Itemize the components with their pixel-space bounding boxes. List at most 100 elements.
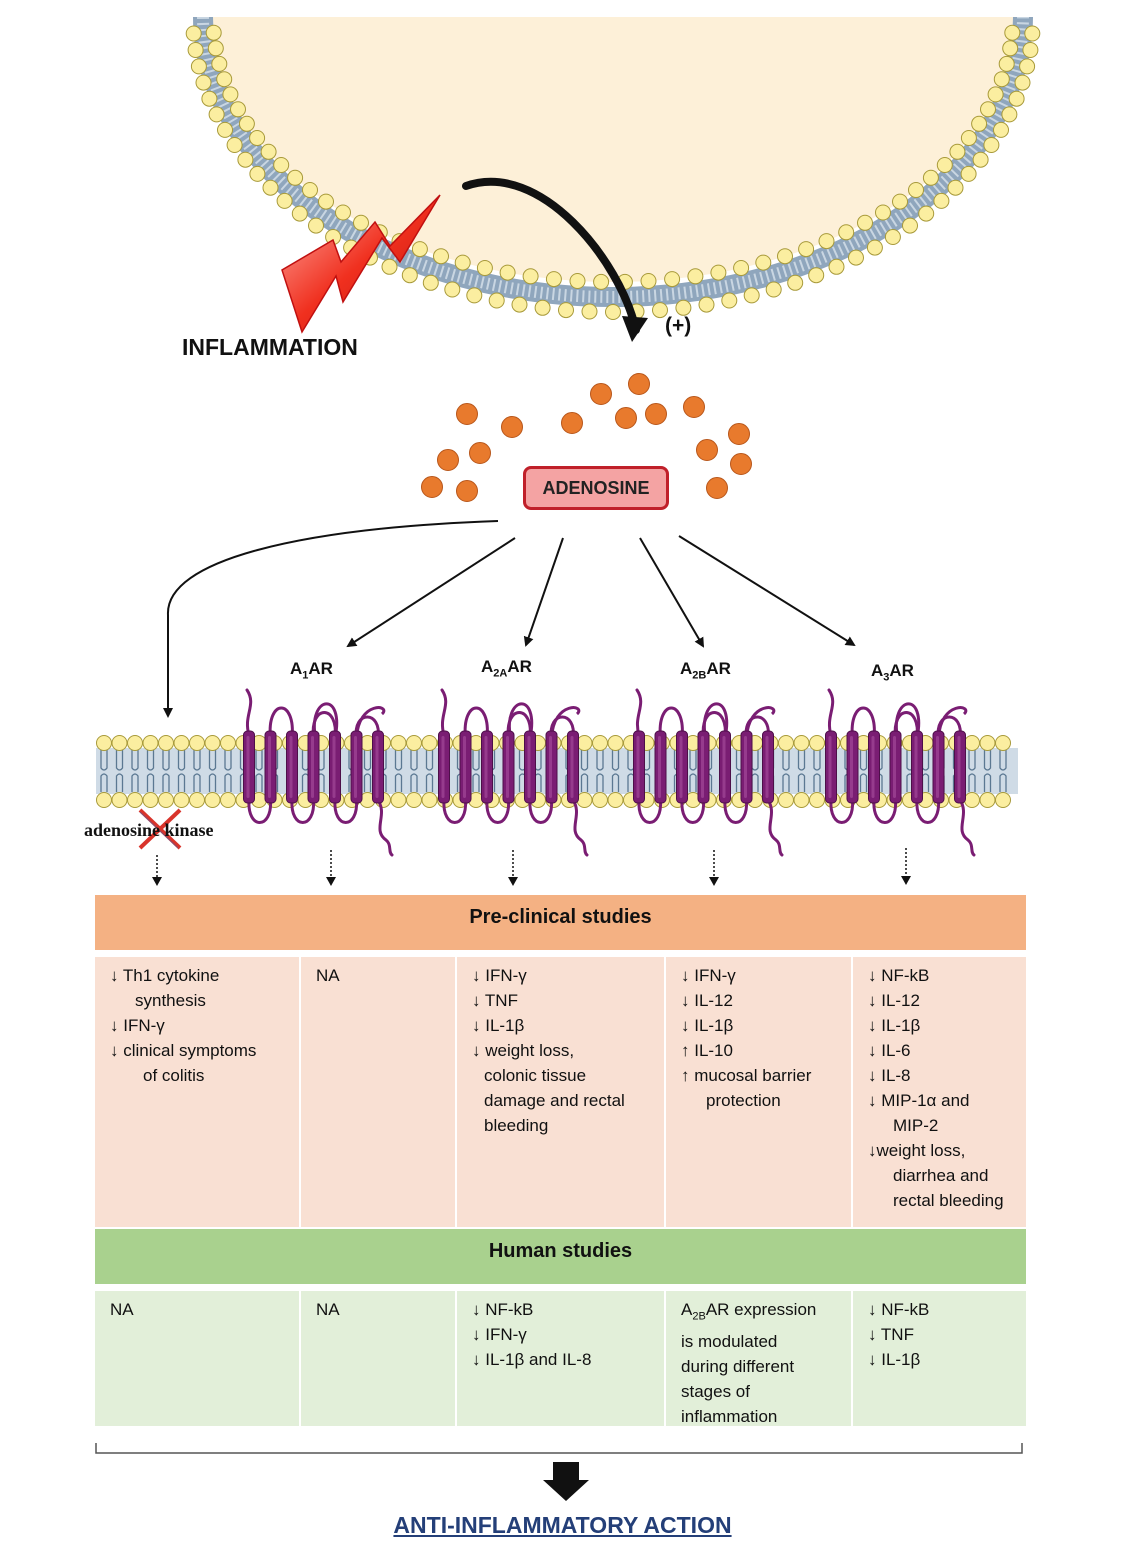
- lipid-tail: [208, 773, 217, 792]
- lipid-head: [787, 274, 804, 291]
- lipid-head: [866, 239, 883, 256]
- lipid-tail: [224, 773, 232, 792]
- arrow-to-a3ar: [678, 535, 856, 647]
- lipid-head: [226, 137, 243, 153]
- adenosine-dot: [628, 373, 650, 395]
- adenosine-dot: [683, 396, 705, 418]
- inflammation-label: INFLAMMATION: [182, 334, 358, 360]
- lipid-tail: [115, 773, 124, 792]
- lipid-head: [201, 90, 218, 107]
- lipid-head: [220, 792, 236, 808]
- lipid-head: [808, 267, 825, 284]
- lipid-head: [454, 254, 471, 271]
- lipid-head: [605, 304, 621, 320]
- lipid-head: [545, 271, 562, 288]
- lipid-tail: [177, 773, 186, 792]
- lipid-head: [207, 40, 224, 57]
- lipid-head: [190, 58, 207, 75]
- lipid-head: [335, 204, 351, 221]
- receptor-label-a2aar: A2AAR: [481, 657, 532, 680]
- lipid-tail: [394, 750, 403, 771]
- lipid-head: [777, 248, 793, 265]
- human-cell-a2aar: ↓ NF-kB ↓ IFN-γ ↓ IL-1β and IL-8: [457, 1291, 664, 1426]
- receptor-2-protein-icon: [438, 688, 589, 857]
- human-cell-a2bar: A2BAR expression is modulated during dif…: [666, 1291, 851, 1426]
- lipid-head: [96, 792, 112, 808]
- lipid-tail: [983, 773, 992, 792]
- arrow-to-a2aar: [523, 537, 564, 647]
- lipid-head: [287, 169, 304, 186]
- lipid-head: [652, 302, 668, 319]
- cell-membrane-heads: [185, 24, 1041, 320]
- lipid-head: [262, 179, 279, 196]
- lipid-head: [217, 121, 233, 138]
- lipid-head: [576, 735, 593, 751]
- lipid-head: [960, 165, 977, 182]
- lipid-head: [675, 299, 692, 316]
- lipid-tail: [782, 750, 790, 771]
- lipid-head: [158, 735, 174, 751]
- lipid-head: [778, 792, 794, 808]
- lipid-tail: [425, 773, 434, 792]
- lipid-head: [173, 735, 190, 751]
- lipid-head: [947, 179, 964, 196]
- human-cell-a3ar: ↓ NF-kB ↓ TNF ↓ IL-1β: [853, 1291, 1026, 1426]
- lipid-head: [998, 55, 1015, 72]
- lipid-head: [640, 273, 657, 289]
- signal-dotted-arrows: [152, 848, 911, 886]
- lipid-head: [466, 287, 483, 304]
- lipid-head: [593, 273, 610, 290]
- lipid-head: [444, 281, 461, 298]
- lipid-head: [828, 258, 845, 275]
- adenosine-dot: [706, 477, 728, 499]
- lipid-head: [260, 143, 277, 160]
- lipid-head: [237, 151, 254, 168]
- lipid-head: [127, 735, 143, 751]
- lipid-head: [698, 296, 715, 313]
- lipid-head: [818, 233, 835, 250]
- receptor-3-protein-icon: [633, 688, 784, 857]
- lipid-tail: [611, 750, 620, 771]
- lipid-head: [1024, 25, 1041, 42]
- down-arrow-icon: [543, 1462, 589, 1501]
- lipid-head: [230, 101, 246, 118]
- lipid-head: [979, 735, 996, 751]
- lipid-head: [476, 260, 493, 276]
- lipid-head: [1001, 106, 1018, 123]
- receptor-label-a3ar: A3AR: [871, 661, 914, 684]
- lipid-head: [892, 193, 908, 210]
- lipid-head: [216, 71, 233, 88]
- lipid-tail: [394, 773, 403, 792]
- lipid-tail: [859, 773, 868, 792]
- lipid-head: [884, 229, 901, 245]
- lipid-head: [187, 42, 204, 58]
- lipid-head: [581, 303, 598, 320]
- lipid-head: [208, 106, 225, 123]
- lipid-head: [995, 735, 1011, 751]
- lipid-head: [390, 735, 407, 751]
- preclinical-cell-a3ar: ↓ NF-kB ↓ IL-12 ↓ IL-1β ↓ IL-6 ↓ IL-8 ↓ …: [853, 957, 1026, 1227]
- lipid-head: [949, 143, 966, 160]
- lipid-head: [381, 258, 398, 275]
- lipid-tail: [146, 750, 155, 771]
- lipid-head: [918, 205, 935, 222]
- lipid-tail: [146, 773, 155, 792]
- lipid-head: [302, 182, 318, 198]
- lipid-head: [1002, 40, 1019, 57]
- lipid-head: [204, 792, 221, 808]
- lipid-head: [534, 299, 551, 316]
- lipid-head: [607, 792, 624, 808]
- lipid-head: [576, 792, 593, 808]
- preclinical-header: Pre-clinical studies: [95, 895, 1026, 950]
- lipid-head: [173, 792, 190, 808]
- lipid-head: [721, 292, 738, 309]
- lipid-head: [857, 214, 873, 231]
- lipid-head: [778, 735, 794, 751]
- lipid-tail: [425, 750, 434, 771]
- lipid-tail: [983, 750, 992, 771]
- lipid-head: [980, 101, 996, 118]
- lipid-head: [710, 264, 727, 281]
- lipid-head: [522, 268, 539, 285]
- lipid-head: [211, 55, 228, 72]
- lipid-head: [220, 735, 236, 751]
